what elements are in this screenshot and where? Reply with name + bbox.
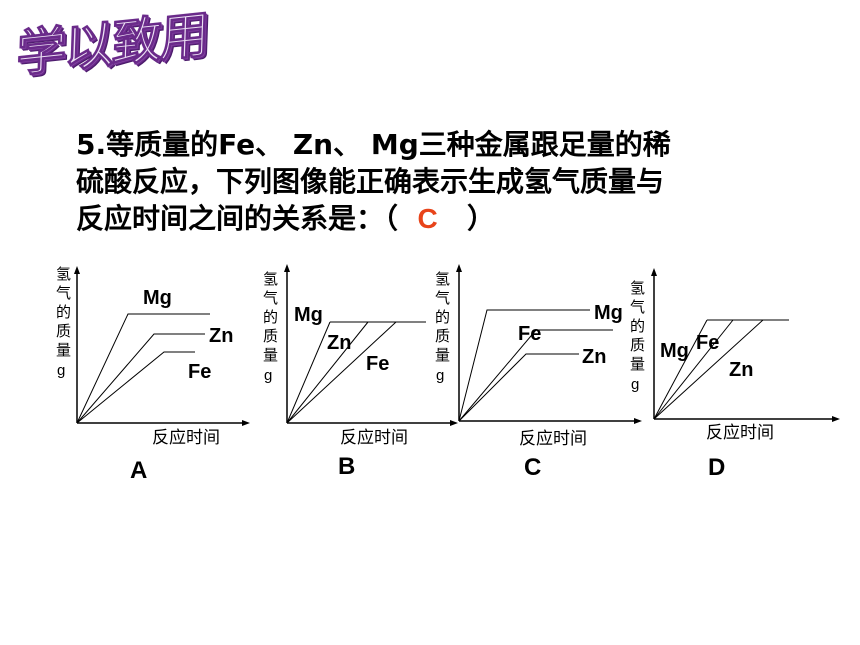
y-axis-label: 氢 气 的 质 量 g xyxy=(56,266,71,379)
question-line-1: 5.等质量的Fe、 Zn、 Mg三种金属跟足量的稀 xyxy=(76,128,671,161)
y-label-char: g xyxy=(264,367,272,384)
x-axis-label: 反应时间 xyxy=(519,429,587,448)
line-fe xyxy=(458,329,613,422)
y-axis-label: 氢 气 的 质 量 g xyxy=(630,280,645,393)
x-axis-arrow xyxy=(450,420,458,426)
line-fe xyxy=(76,351,195,424)
graph-c: 氢 气 的 质 量 g Mg Fe Zn 反应时间 C xyxy=(435,264,642,481)
graph-letter: B xyxy=(338,453,355,480)
label-mg: Mg xyxy=(294,304,323,326)
x-axis-label: 反应时间 xyxy=(152,428,220,447)
label-zn: Zn xyxy=(582,346,606,368)
question-text: 5.等质量的Fe、 Zn、 Mg三种金属跟足量的稀 硫酸反应，下列图像能正确表示… xyxy=(76,126,796,237)
line-zn xyxy=(76,333,205,424)
x-axis-arrow xyxy=(242,420,250,426)
label-zn: Zn xyxy=(729,359,753,381)
graph-d: 氢 气 的 质 量 g Mg Fe Zn 反应时间 D xyxy=(630,268,840,481)
x-axis-arrow xyxy=(634,418,642,424)
graph-letter: D xyxy=(708,454,725,481)
question-line-3-text: 反应时间之间的关系是：（ xyxy=(76,202,399,235)
answer-text: C xyxy=(417,203,438,234)
label-fe: Fe xyxy=(518,323,541,345)
question-line-3: 反应时间之间的关系是：（ C ） xyxy=(76,200,796,237)
x-axis-arrow xyxy=(832,416,840,422)
y-label-char: g xyxy=(436,367,444,384)
label-fe: Fe xyxy=(696,332,719,354)
y-label-char: 量 xyxy=(630,356,645,373)
graph-a: 氢 气 的 质 量 g Mg Zn Fe 反应时间 A xyxy=(56,266,250,484)
y-label-char: 气 xyxy=(56,285,71,302)
line-mg xyxy=(458,309,590,422)
y-axis-arrow xyxy=(284,264,290,272)
line-mg xyxy=(76,313,210,424)
question-close: ） xyxy=(467,202,496,235)
label-mg: Mg xyxy=(660,340,689,362)
line-zn xyxy=(458,353,579,422)
y-label-char: 的 xyxy=(56,304,71,321)
y-label-char: 质 xyxy=(435,328,450,345)
x-axis-label: 反应时间 xyxy=(706,423,774,442)
label-fe: Fe xyxy=(366,353,389,375)
y-label-char: 气 xyxy=(630,299,645,316)
y-label-char: 量 xyxy=(56,342,71,359)
y-label-char: 质 xyxy=(56,323,71,340)
y-axis-arrow xyxy=(74,266,80,274)
graph-letter: A xyxy=(130,457,147,484)
graph-letter: C xyxy=(524,454,541,481)
label-zn: Zn xyxy=(209,325,233,347)
line-fe xyxy=(286,321,397,424)
question-line-2: 硫酸反应，下列图像能正确表示生成氢气质量与 xyxy=(76,165,665,198)
banner-title: 学以致用 xyxy=(15,5,209,85)
y-axis-label: 氢 气 的 质 量 g xyxy=(435,271,450,384)
y-label-char: 氢 xyxy=(630,280,645,297)
y-label-char: 的 xyxy=(263,309,278,326)
label-mg: Mg xyxy=(143,287,172,309)
y-label-char: 氢 xyxy=(56,266,71,283)
line-fe xyxy=(653,319,734,420)
y-label-char: 气 xyxy=(435,290,450,307)
line-mg xyxy=(286,321,331,424)
y-axis-label: 氢 气 的 质 量 g xyxy=(263,271,278,384)
y-axis-arrow xyxy=(651,268,657,276)
y-label-char: 量 xyxy=(435,347,450,364)
label-fe: Fe xyxy=(188,361,211,383)
y-label-char: 的 xyxy=(630,318,645,335)
y-label-char: 的 xyxy=(435,309,450,326)
line-zn xyxy=(286,321,369,424)
y-label-char: 量 xyxy=(263,347,278,364)
x-axis-label: 反应时间 xyxy=(340,428,408,447)
y-label-char: g xyxy=(631,376,639,393)
y-label-char: 质 xyxy=(263,328,278,345)
y-label-char: 气 xyxy=(263,290,278,307)
y-label-char: g xyxy=(57,362,65,379)
y-label-char: 氢 xyxy=(263,271,278,288)
label-zn: Zn xyxy=(327,332,351,354)
y-label-char: 质 xyxy=(630,337,645,354)
y-axis-arrow xyxy=(456,264,462,272)
graph-b: 氢 气 的 质 量 g Mg Zn Fe 反应时间 B xyxy=(263,264,458,480)
line-mg xyxy=(653,319,708,420)
y-label-char: 氢 xyxy=(435,271,450,288)
label-mg: Mg xyxy=(594,302,623,324)
line-zn xyxy=(653,319,764,420)
